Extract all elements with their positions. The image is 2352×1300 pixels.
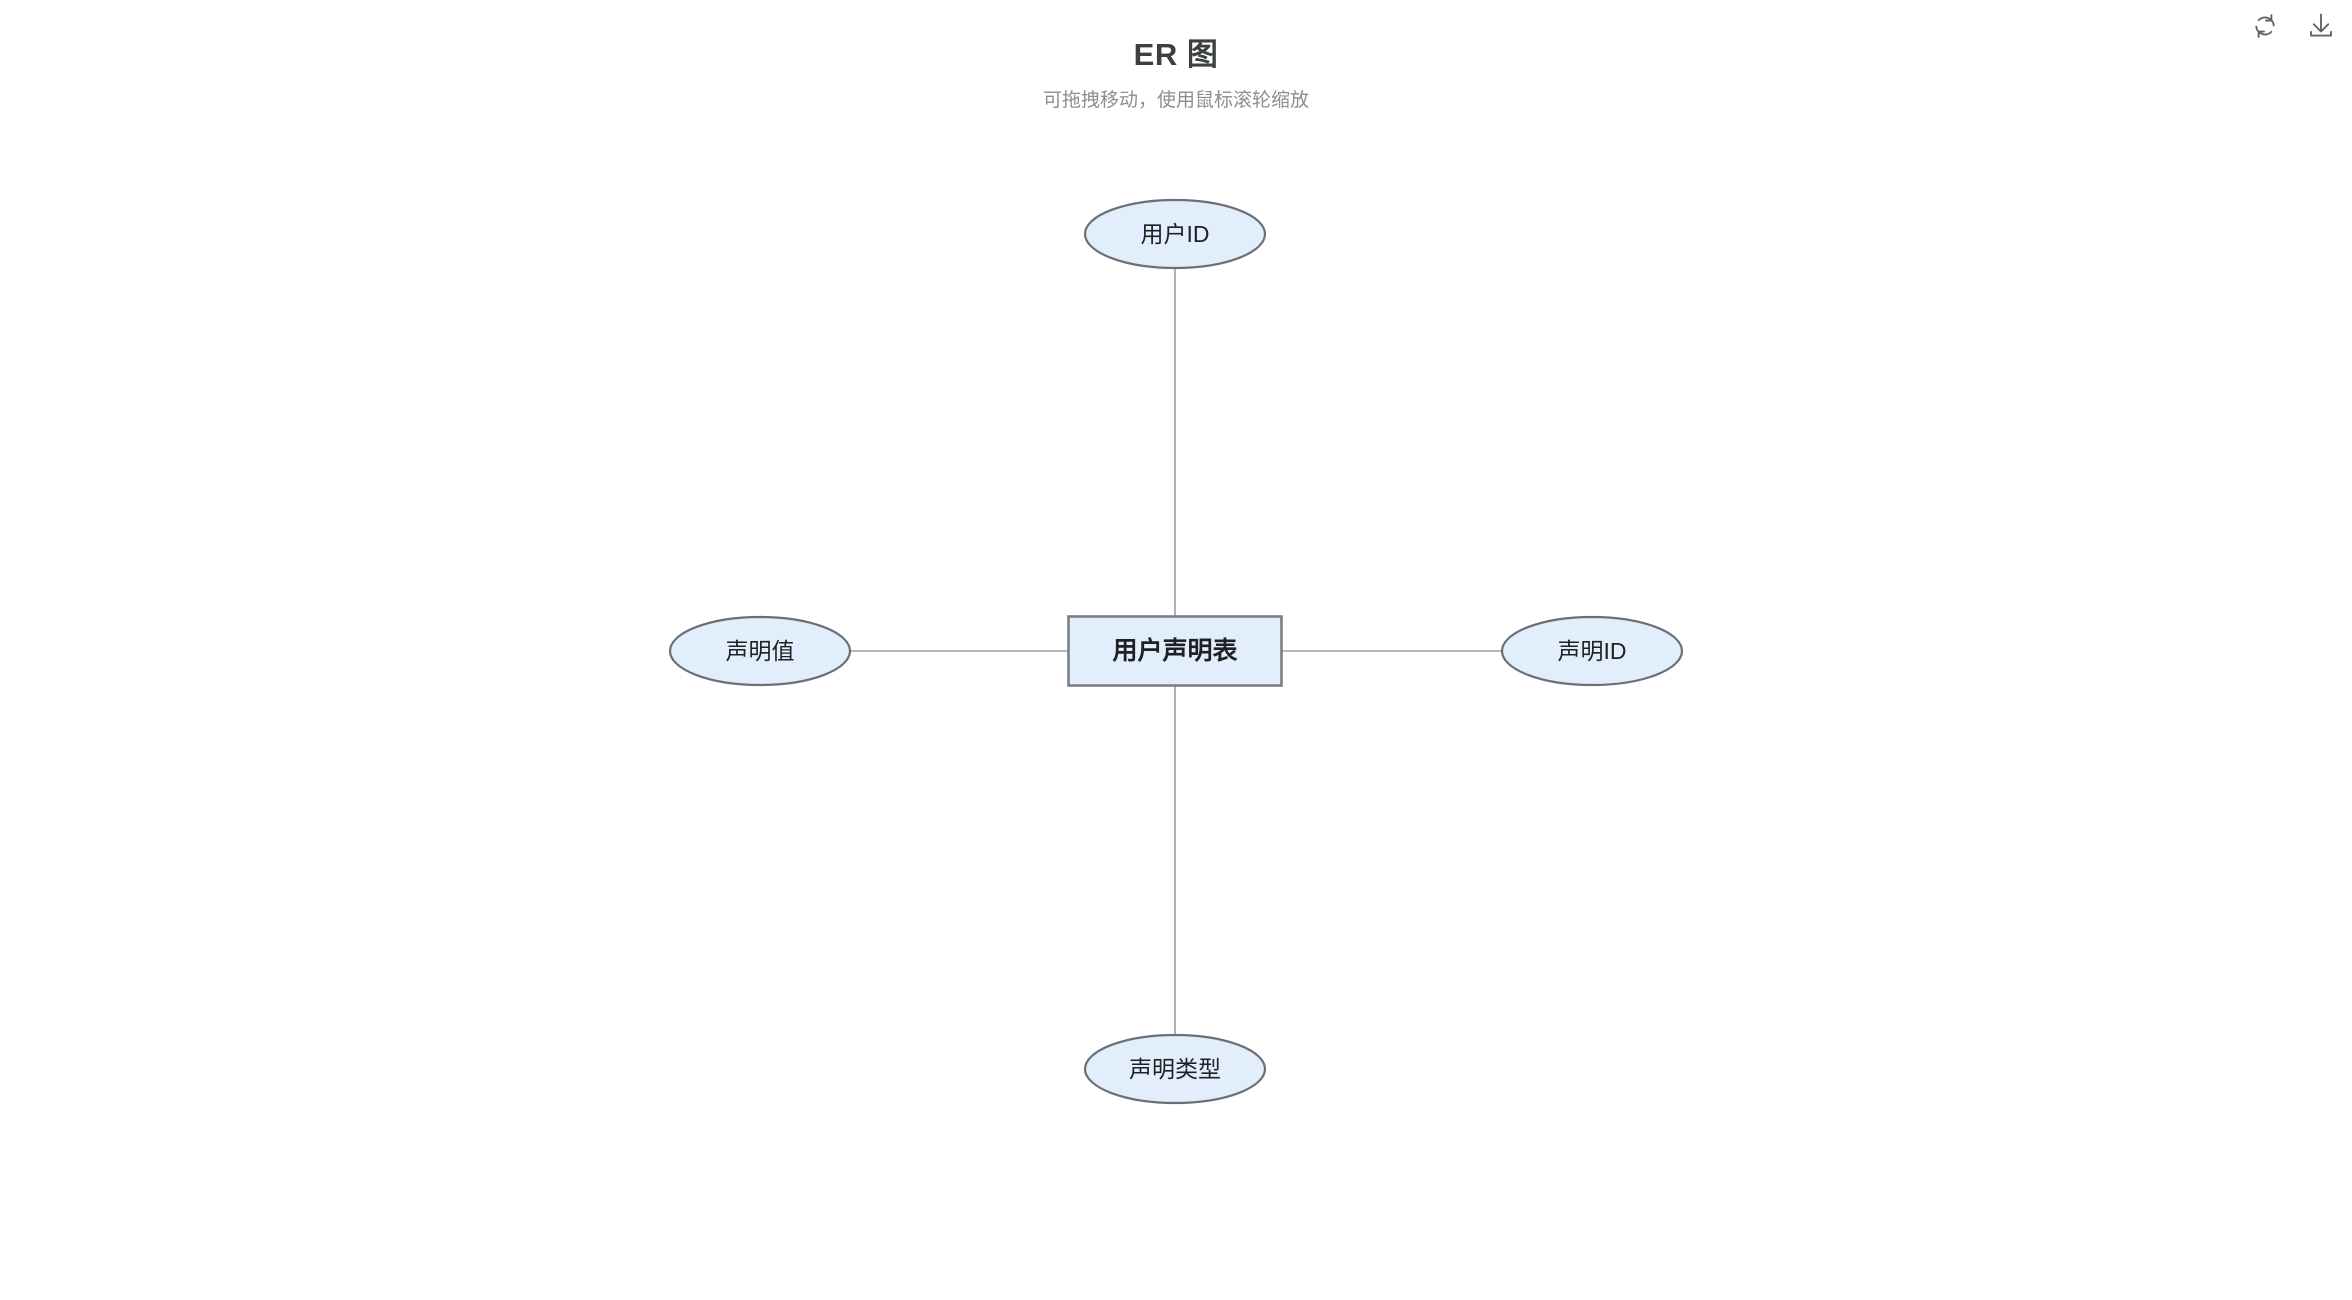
attribute-ellipse[interactable] <box>1083 198 1267 270</box>
download-button[interactable] <box>2304 9 2338 43</box>
download-icon <box>2306 11 2336 41</box>
refresh-icon <box>2250 11 2280 41</box>
attribute-node-claim-type[interactable]: 声明类型 <box>1083 1033 1267 1105</box>
attribute-node-user-id[interactable]: 用户ID <box>1083 198 1267 270</box>
diagram-toolbar <box>2248 9 2338 43</box>
attribute-label: 声明ID <box>1558 638 1627 664</box>
entity-label: 用户声明表 <box>1112 636 1238 665</box>
edge-group <box>850 234 1503 1069</box>
attribute-label: 用户ID <box>1141 221 1210 247</box>
refresh-view-button[interactable] <box>2248 9 2282 43</box>
attribute-node-claim-value[interactable]: 声明值 <box>668 615 852 687</box>
attribute-label: 声明值 <box>726 638 795 664</box>
attribute-ellipse[interactable] <box>668 615 852 687</box>
entity-node-user-claims[interactable]: 用户声明表 <box>1067 615 1283 687</box>
attribute-ellipse[interactable] <box>1500 615 1684 687</box>
attribute-label: 声明类型 <box>1129 1056 1221 1082</box>
attribute-node-claim-id[interactable]: 声明ID <box>1500 615 1684 687</box>
entity-rect[interactable] <box>1067 615 1283 687</box>
attribute-ellipse[interactable] <box>1083 1033 1267 1105</box>
